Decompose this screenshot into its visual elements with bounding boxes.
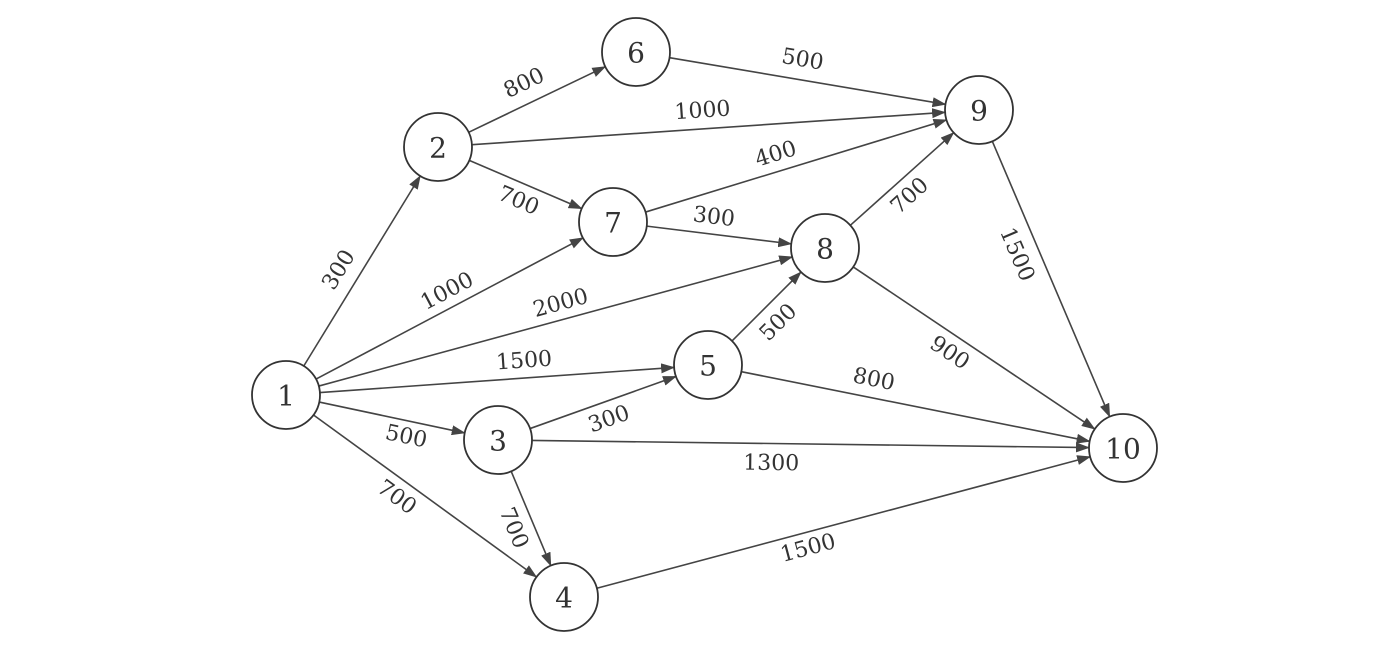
edge-weight-8-to-9: 700 [886, 173, 934, 220]
edge-weight-1-to-7: 1000 [417, 267, 478, 315]
node-circle-10 [1088, 413, 1158, 483]
node-2: 2 [403, 112, 473, 182]
edge-weight-5-to-8: 500 [755, 299, 802, 346]
node-circle-2 [403, 112, 473, 182]
edge-3-to-10 [531, 439, 1091, 453]
node-circle-3 [463, 405, 533, 475]
edge-weight-4-to-10: 1500 [778, 529, 839, 568]
edge-4-to-10 [596, 455, 1092, 590]
node-label-2: 2 [429, 132, 447, 165]
edge-1-to-3 [319, 401, 466, 436]
node-label-8: 8 [816, 233, 834, 266]
edge-weight-5-to-10: 800 [851, 363, 897, 396]
edge-weight-7-to-8: 300 [691, 202, 736, 232]
edge-1-to-4 [313, 414, 538, 578]
edge-weight-2-to-7: 700 [494, 181, 542, 221]
node-4: 4 [529, 562, 599, 632]
node-circle-9 [944, 75, 1014, 145]
node-1: 1 [251, 360, 321, 430]
node-5: 5 [673, 330, 743, 400]
edges-layer [303, 56, 1111, 590]
edge-1-to-5 [319, 363, 676, 394]
node-label-9: 9 [970, 95, 988, 128]
edge-5-to-10 [741, 370, 1091, 444]
edge-weight-3-to-10: 1300 [743, 451, 799, 477]
edge-9-to-10 [991, 140, 1111, 418]
node-6: 6 [601, 17, 671, 87]
edge-3-to-4 [510, 471, 552, 567]
node-label-1: 1 [277, 380, 295, 413]
edge-1-to-2 [303, 175, 421, 367]
node-label-3: 3 [489, 425, 507, 458]
node-circle-8 [790, 213, 860, 283]
edge-5-to-8 [731, 271, 802, 342]
node-circle-7 [578, 187, 648, 257]
node-label-4: 4 [555, 582, 573, 615]
edge-3-to-5 [529, 375, 677, 430]
node-label-7: 7 [604, 207, 622, 240]
node-3: 3 [463, 405, 533, 475]
node-circle-5 [673, 330, 743, 400]
edge-weight-1-to-5: 1500 [495, 347, 553, 376]
node-8: 8 [790, 213, 860, 283]
edge-2-to-7 [468, 159, 583, 210]
edge-weight-1-to-2: 300 [317, 246, 360, 295]
node-label-6: 6 [627, 37, 645, 70]
edge-weight-8-to-10: 900 [925, 331, 974, 375]
node-10: 10 [1088, 413, 1158, 483]
edge-7-to-8 [646, 225, 793, 248]
edge-6-to-9 [669, 56, 947, 108]
node-circle-6 [601, 17, 671, 87]
edge-weight-1-to-3: 500 [383, 420, 429, 453]
edge-1-to-7 [315, 237, 584, 380]
nodes-layer: 1 2 3 4 5 6 7 8 9 10 [251, 17, 1158, 632]
node-circle-1 [251, 360, 321, 430]
edge-weight-6-to-9: 500 [780, 44, 826, 76]
edge-weight-2-to-9: 1000 [674, 96, 732, 125]
edge-2-to-6 [468, 65, 607, 134]
edge-2-to-9 [471, 108, 947, 146]
edge-weight-9-to-10: 1500 [994, 224, 1039, 285]
node-9: 9 [944, 75, 1014, 145]
edge-7-to-9 [645, 118, 948, 213]
edge-weight-1-to-4: 700 [372, 475, 421, 520]
node-label-5: 5 [699, 350, 717, 383]
edge-8-to-10 [852, 266, 1096, 430]
edge-8-to-9 [849, 132, 955, 226]
node-label-10: 10 [1105, 433, 1141, 466]
node-circle-4 [529, 562, 599, 632]
edge-weight-1-to-8: 2000 [530, 284, 591, 323]
node-7: 7 [578, 187, 648, 257]
edge-1-to-8 [318, 255, 794, 387]
